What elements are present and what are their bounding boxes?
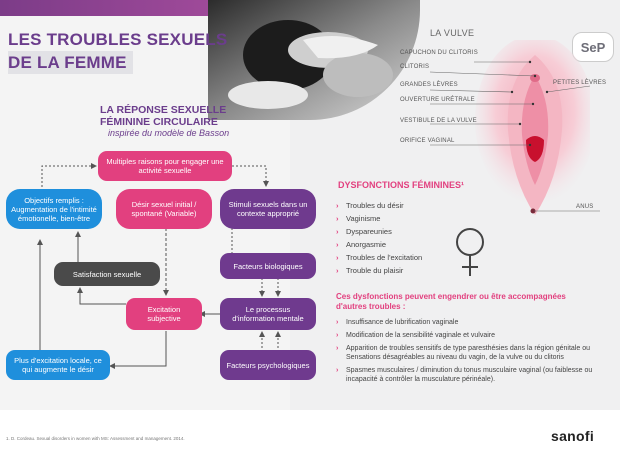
box-raisons: Multiples raisons pour engager une activ… — [98, 151, 232, 181]
list-item: Dyspareunies — [336, 225, 422, 238]
dysfonctions-title: DYSFONCTIONS FÉMININES¹ — [338, 180, 465, 190]
list-item: Anorgasmie — [336, 238, 422, 251]
box-excitation: Excitation subjective — [126, 298, 202, 330]
diagram-title-line2: FÉMININE CIRCULAIRE — [100, 116, 218, 128]
label-vestibule: VESTIBULE DE LA VULVE — [400, 118, 477, 124]
diagram-title-line1: LA RÉPONSE SEXUELLE — [100, 104, 227, 116]
list-item: Insuffisance de lubrification vaginale — [336, 318, 611, 327]
box-stimuli: Stimuli sexuels dans un contexte appropr… — [220, 189, 316, 229]
diagram-title: LA RÉPONSE SEXUELLE FÉMININE CIRCULAIRE — [100, 104, 270, 128]
box-objectifs: Objectifs remplis : Augmentation de l'in… — [6, 189, 102, 229]
footer-reference: 1. D. Cordeau. Sexual disorders in women… — [6, 436, 185, 441]
footer — [0, 410, 620, 465]
label-ouverture-uretrale: OUVERTURE URÉTRALE — [400, 97, 475, 103]
box-facteurs-biologiques: Facteurs biologiques — [220, 253, 316, 279]
header-bar — [0, 0, 215, 16]
label-clitoris: CLITORIS — [400, 64, 430, 70]
female-symbol-icon — [456, 228, 484, 276]
list-item: Modification de la sensibilité vaginale … — [336, 331, 611, 340]
label-grandes-levres: GRANDES LÈVRES — [400, 82, 458, 88]
page-title: LES TROUBLES SEXUELS DE LA FEMME — [8, 28, 227, 74]
couple-photo — [208, 0, 420, 120]
label-orifice-vaginal: ORIFICE VAGINAL — [400, 138, 455, 144]
dysfonctions-list: Troubles du désir Vaginisme Dyspareunies… — [336, 199, 422, 277]
diagram-subtitle: inspirée du modèle de Basson — [108, 128, 230, 138]
sanofi-logo: sanofi — [551, 428, 595, 444]
page-title-line1: LES TROUBLES SEXUELS — [8, 30, 228, 49]
box-processus: Le processus d'information mentale — [220, 298, 316, 330]
list-item: Vaginisme — [336, 212, 422, 225]
list-item: Troubles de l'excitation — [336, 251, 422, 264]
list-item: Apparition de troubles sensitifs de type… — [336, 344, 611, 362]
list-item: Trouble du plaisir — [336, 264, 422, 277]
page-title-line2: DE LA FEMME — [8, 51, 133, 74]
accompagnees-list: Insuffisance de lubrification vaginale M… — [336, 318, 611, 388]
box-satisfaction: Satisfaction sexuelle — [54, 262, 160, 286]
list-item: Troubles du désir — [336, 199, 422, 212]
box-facteurs-psychologiques: Facteurs psychologiques — [220, 350, 316, 380]
accompagnees-title: Ces dysfonctions peuvent engendrer ou êt… — [336, 292, 566, 311]
label-anus: ANUS — [576, 204, 594, 210]
label-petites-levres: PETITES LÈVRES — [553, 80, 607, 86]
list-item: Spasmes musculaires / diminution du tonu… — [336, 366, 611, 384]
vulva-illustration — [475, 40, 590, 215]
sep-logo: SeP — [572, 32, 614, 62]
label-capuchon: CAPUCHON DU CLITORIS — [400, 50, 478, 56]
box-plus-excitation: Plus d'excitation locale, ce qui augment… — [6, 350, 110, 380]
box-desir: Désir sexuel initial / spontané (Variabl… — [116, 189, 212, 229]
anatomy-title: LA VULVE — [430, 28, 475, 38]
